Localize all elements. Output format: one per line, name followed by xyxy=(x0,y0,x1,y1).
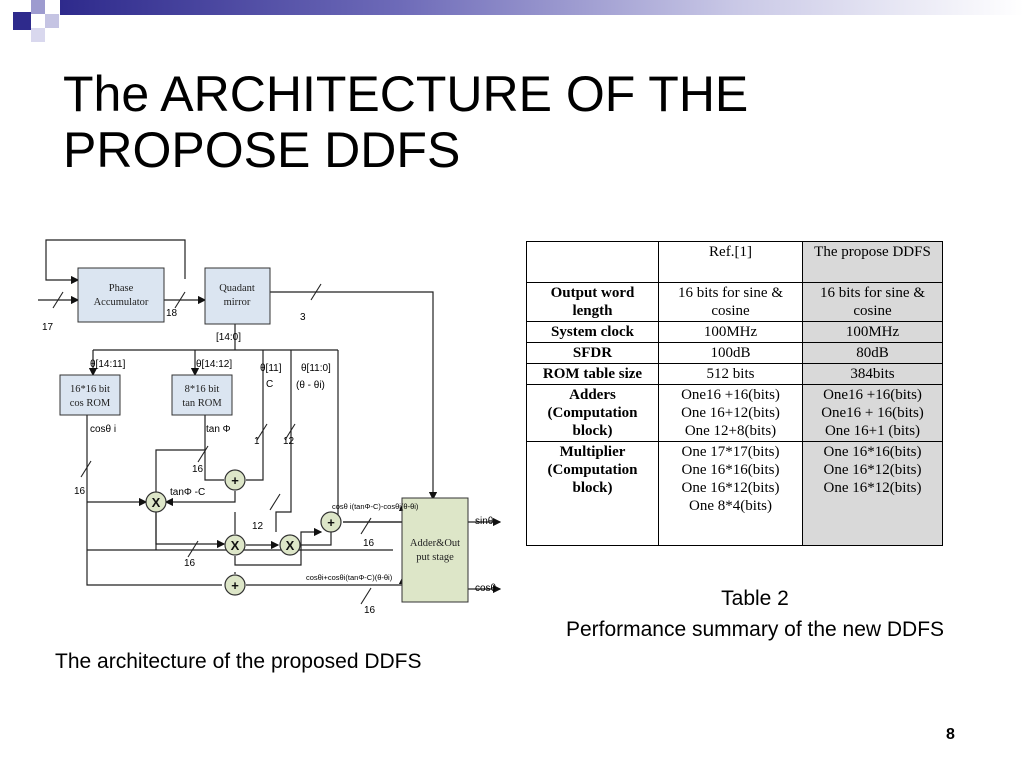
label-w18: 18 xyxy=(166,308,178,319)
cell-ref: 512 bits xyxy=(658,363,803,385)
label-w3: 3 xyxy=(300,312,306,323)
label-sin-out: sinθ xyxy=(475,516,494,527)
adder-text-2: put stage xyxy=(416,552,454,563)
label-cos-theta-i: cosθ i xyxy=(90,424,116,435)
cell-propose: 80dB xyxy=(802,342,943,364)
deco-square-4 xyxy=(31,28,45,42)
adder-2 xyxy=(320,511,342,533)
row-label-system-clock: System clock xyxy=(526,321,659,343)
label-c: C xyxy=(266,379,273,390)
label-mid-expr: cosθ i(tanΦ-C)-cosθi(θ-θi) xyxy=(332,502,419,511)
table-header-ref: Ref.[1] xyxy=(658,241,803,283)
label-tan-phi: tan Φ xyxy=(206,424,231,435)
tan-rom-block xyxy=(171,374,233,416)
adder-text-1: Adder&Out xyxy=(410,538,460,549)
cos-rom-block xyxy=(59,374,121,416)
multiplier-3 xyxy=(279,534,301,556)
label-tan-phi-c: tanΦ -C xyxy=(170,487,205,498)
table-caption: Table 2 Performance summary of the new D… xyxy=(520,583,990,645)
svg-text:+: + xyxy=(327,515,335,530)
svg-text:X: X xyxy=(231,538,240,553)
title-line-2: PROPOSE DDFS xyxy=(63,122,461,178)
cos-rom-text-1: 16*16 bit xyxy=(70,384,110,395)
top-gradient-bar xyxy=(60,0,1024,15)
architecture-diagram: X + X X + + Phase Accumulator Quadant mi… xyxy=(38,232,508,617)
tan-rom-text-1: 8*16 bit xyxy=(185,384,220,395)
table-row: Output word length 16 bits for sine & co… xyxy=(526,282,943,322)
label-cos-out: cosθ xyxy=(475,583,497,594)
adder-1 xyxy=(224,469,246,491)
cell-propose: 16 bits for sine & cosine xyxy=(802,282,943,322)
label-b14-12: θ[14:12] xyxy=(196,359,232,370)
svg-text:X: X xyxy=(286,538,295,553)
phase-acc-text-1: Phase xyxy=(109,283,134,294)
cell-ref: 100dB xyxy=(658,342,803,364)
title-line-1: The ARCHITECTURE OF THE xyxy=(63,66,749,122)
architecture-diagram-svg: X + X X + + Phase Accumulator Quadant mi… xyxy=(38,239,502,616)
multiplier-2 xyxy=(224,534,246,556)
table-caption-line-1: Table 2 xyxy=(721,587,789,610)
svg-text:+: + xyxy=(231,473,239,488)
phase-acc-text-2: Accumulator xyxy=(94,297,149,308)
multiplier-1 xyxy=(145,491,167,513)
slide-title: The ARCHITECTURE OF THE PROPOSE DDFS xyxy=(63,66,963,178)
table-row: Adders (Computation block) One16 +16(bit… xyxy=(526,384,943,442)
row-label-adders: Adders (Computation block) xyxy=(526,384,659,442)
label-w16b: 16 xyxy=(192,464,204,475)
quadrant-mirror-block xyxy=(204,267,271,325)
diagram-caption: The architecture of the proposed DDFS xyxy=(55,650,422,673)
label-b14-0: [14:0] xyxy=(216,332,241,343)
deco-square-3 xyxy=(45,14,59,28)
adder-output-block xyxy=(401,497,469,603)
cell-ref: 100MHz xyxy=(658,321,803,343)
label-w16d: 16 xyxy=(363,538,375,549)
table-header-propose: The propose DDFS xyxy=(802,241,943,283)
cell-ref: One16 +16(bits) One 16+12(bits) One 12+8… xyxy=(658,384,803,442)
label-w16e: 16 xyxy=(364,605,376,616)
tan-rom-text-2: tan ROM xyxy=(182,398,222,409)
row-label-rom-table-size: ROM table size xyxy=(526,363,659,385)
cell-propose: 384bits xyxy=(802,363,943,385)
cell-propose: 100MHz xyxy=(802,321,943,343)
label-w1: 1 xyxy=(254,436,260,447)
quad-text-1: Quadant xyxy=(219,283,255,294)
cell-ref: One 17*17(bits) One 16*16(bits) One 16*1… xyxy=(658,441,803,546)
label-w16c: 16 xyxy=(184,558,196,569)
table-row: System clock 100MHz 100MHz xyxy=(526,321,943,343)
row-label-output-word-length: Output word length xyxy=(526,282,659,322)
label-w12a: 12 xyxy=(283,436,295,447)
cos-rom-text-2: cos ROM xyxy=(70,398,111,409)
cell-ref: 16 bits for sine & cosine xyxy=(658,282,803,322)
label-w12b: 12 xyxy=(252,521,264,532)
table-row: ROM table size 512 bits 384bits xyxy=(526,363,943,385)
row-label-sfdr: SFDR xyxy=(526,342,659,364)
table-row: SFDR 100dB 80dB xyxy=(526,342,943,364)
deco-square-2 xyxy=(31,0,45,14)
adder-3 xyxy=(224,574,246,596)
label-w16a: 16 xyxy=(74,486,86,497)
table-header-empty xyxy=(526,241,659,283)
table-row: Multiplier (Computation block) One 17*17… xyxy=(526,441,943,546)
page-number: 8 xyxy=(946,726,955,743)
performance-table: Ref.[1] The propose DDFS Output word len… xyxy=(526,241,943,546)
label-b11-0: θ[11:0] xyxy=(301,363,331,374)
table-caption-line-2: Performance summary of the new DDFS xyxy=(565,618,945,641)
quad-text-2: mirror xyxy=(224,297,251,308)
deco-square-1 xyxy=(13,12,31,30)
cell-propose: One16 +16(bits) One16 + 16(bits) One 16+… xyxy=(802,384,943,442)
label-b11: θ[11] xyxy=(260,363,282,374)
table-header-row: Ref.[1] The propose DDFS xyxy=(526,241,943,283)
label-low-expr: cosθi+cosθi(tanΦ-C)(θ-θi) xyxy=(306,573,393,582)
label-b14-11: θ[14:11] xyxy=(90,359,126,370)
svg-text:X: X xyxy=(152,495,161,510)
row-label-multiplier: Multiplier (Computation block) xyxy=(526,441,659,546)
label-w17: 17 xyxy=(42,322,54,333)
label-theta-diff: (θ - θi) xyxy=(296,380,325,391)
phase-accumulator-block xyxy=(77,267,165,323)
cell-propose: One 16*16(bits) One 16*12(bits) One 16*1… xyxy=(802,441,943,546)
svg-text:+: + xyxy=(231,578,239,593)
top-decoration xyxy=(0,0,1024,50)
